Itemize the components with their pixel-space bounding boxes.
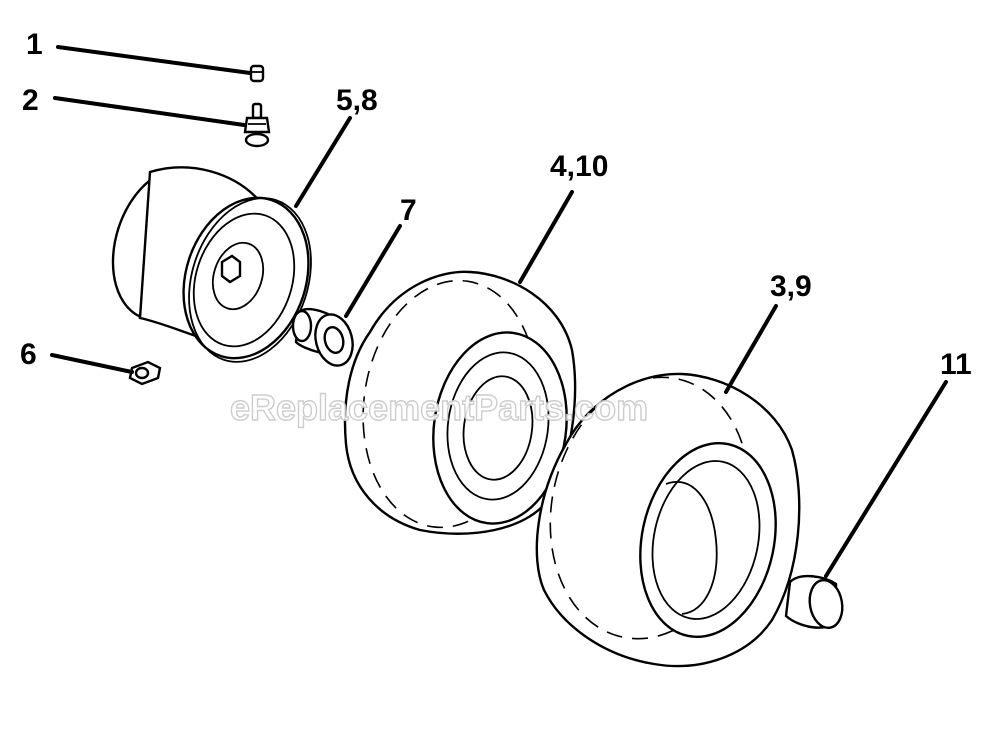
callout-7: 7 (400, 194, 417, 227)
part-6-lug-bolt[interactable] (128, 360, 162, 386)
leader-7 (344, 224, 402, 318)
callout-11: 11 (940, 348, 972, 381)
watermark: eReplacementParts.com (230, 387, 648, 428)
part-7-bushing[interactable] (291, 307, 358, 370)
part-2-valve-stem[interactable] (243, 102, 271, 148)
part-3-9-tire-rear[interactable] (527, 359, 801, 668)
part-11-hub-cap[interactable] (784, 574, 846, 630)
part-4-10-tire-front[interactable] (343, 269, 579, 539)
callout-4-10: 4,10 (550, 150, 608, 183)
callout-5-8: 5,8 (336, 84, 378, 117)
callout-6: 6 (20, 338, 37, 371)
callout-3-9: 3,9 (770, 270, 812, 303)
part-1-cap[interactable] (249, 64, 265, 83)
callout-2: 2 (22, 84, 39, 117)
leader-2 (53, 96, 246, 127)
leader-5-8 (294, 116, 352, 208)
leader-4-10 (518, 190, 574, 284)
leader-6 (50, 353, 134, 374)
callout-1: 1 (26, 28, 43, 61)
part-5-8-wheel-rim[interactable] (94, 154, 331, 378)
leader-1 (56, 45, 252, 75)
leader-11 (824, 380, 948, 578)
leader-3-9 (724, 304, 778, 394)
